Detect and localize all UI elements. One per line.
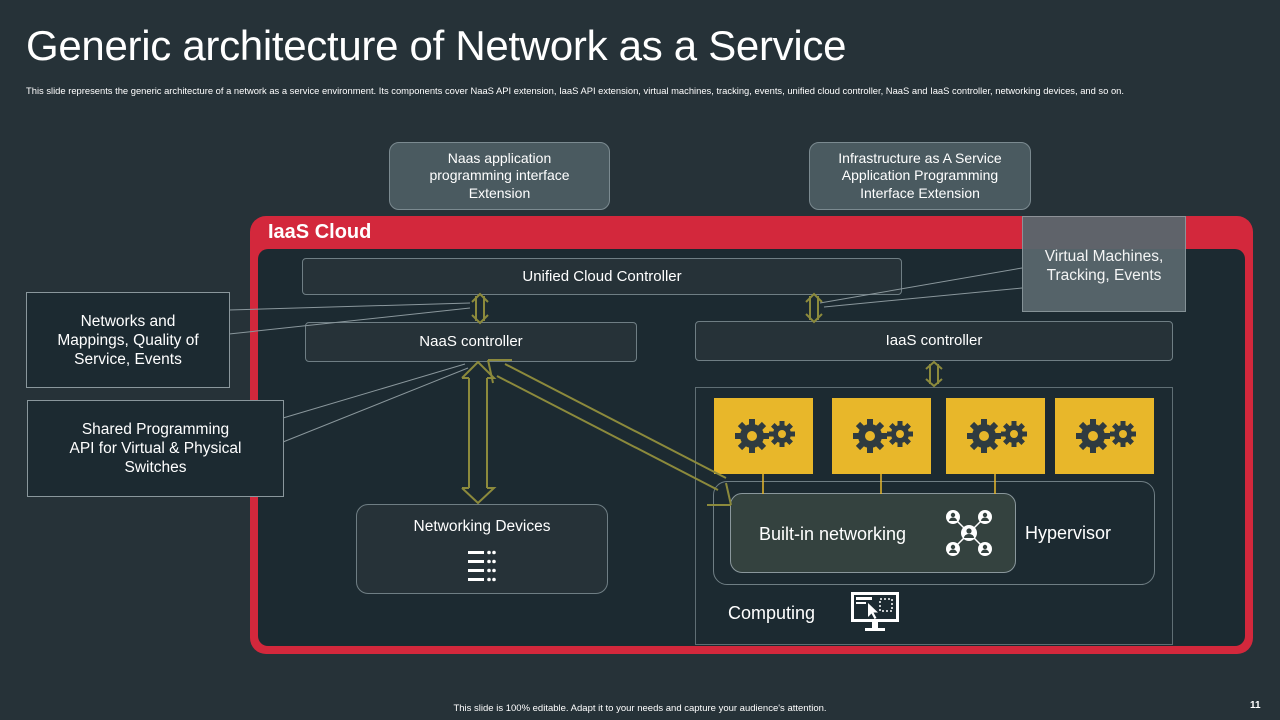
vm-tracking-callout: Virtual Machines, Tracking, Events (1022, 216, 1186, 312)
callout-line-vm-top (819, 267, 1023, 304)
vm-gear-box-2 (832, 398, 931, 474)
networks-mappings-label: Networks and Mappings, Quality of Servic… (57, 312, 199, 368)
iaas-cloud-label: IaaS Cloud (268, 221, 372, 243)
naas-api-extension-box: Naas application programming interface E… (389, 142, 610, 210)
arrow-iaas-compute (925, 360, 943, 388)
networking-devices-label: Networking Devices (413, 518, 551, 535)
builtin-networking-label: Built-in networking (759, 524, 907, 544)
shared-api-callout: Shared Programming API for Virtual & Phy… (27, 400, 284, 497)
vm-gear-box-4 (1055, 398, 1154, 474)
hypervisor-label: Hypervisor (1025, 523, 1112, 543)
callout-line-networks-top (228, 302, 471, 311)
callout-line-shared-top (282, 363, 466, 419)
naas-api-extension-label: Naas application programming interface E… (429, 149, 570, 201)
gears-icon (966, 419, 1027, 453)
iaas-api-extension-label: Infrastructure as A Service Application … (838, 149, 1002, 201)
vm-gear-box-3 (946, 398, 1045, 474)
iaas-api-extension-box: Infrastructure as A Service Application … (809, 142, 1031, 210)
gears-icon (734, 419, 795, 453)
callout-line-shared-bottom (282, 367, 469, 443)
gears-icon (1075, 419, 1136, 453)
footer-note: This slide is 100% editable. Adapt it to… (453, 703, 827, 714)
vm-gear-box-1 (714, 398, 813, 474)
naas-controller-label: NaaS controller (419, 333, 523, 350)
arrow-naas-networking-devices (461, 360, 497, 505)
unified-cloud-controller-box: Unified Cloud Controller (302, 258, 902, 295)
page-subtitle: This slide represents the generic archit… (26, 85, 1124, 96)
computer-screen-icon (851, 592, 899, 631)
server-list-icon (468, 550, 496, 582)
arrow-naas-builtin (487, 359, 732, 506)
network-nodes-icon (946, 510, 992, 556)
callout-line-networks-bottom (228, 307, 471, 335)
callout-line-vm-bottom (823, 287, 1023, 308)
arrow-unified-iaas (805, 292, 823, 324)
vm-tracking-label: Virtual Machines, Tracking, Events (1044, 248, 1164, 284)
shared-api-label: Shared Programming API for Virtual & Phy… (69, 421, 242, 476)
unified-cloud-controller-label: Unified Cloud Controller (522, 267, 682, 285)
naas-controller-box: NaaS controller (305, 322, 637, 362)
page-title: Generic architecture of Network as a Ser… (26, 22, 847, 69)
gears-icon (852, 419, 913, 453)
page-number: 11 (1250, 700, 1261, 711)
computing-label: Computing (728, 603, 816, 623)
networks-mappings-callout: Networks and Mappings, Quality of Servic… (26, 292, 230, 388)
iaas-controller-box: IaaS controller (695, 321, 1173, 361)
iaas-controller-label: IaaS controller (885, 332, 983, 349)
arrow-unified-naas (471, 292, 489, 325)
